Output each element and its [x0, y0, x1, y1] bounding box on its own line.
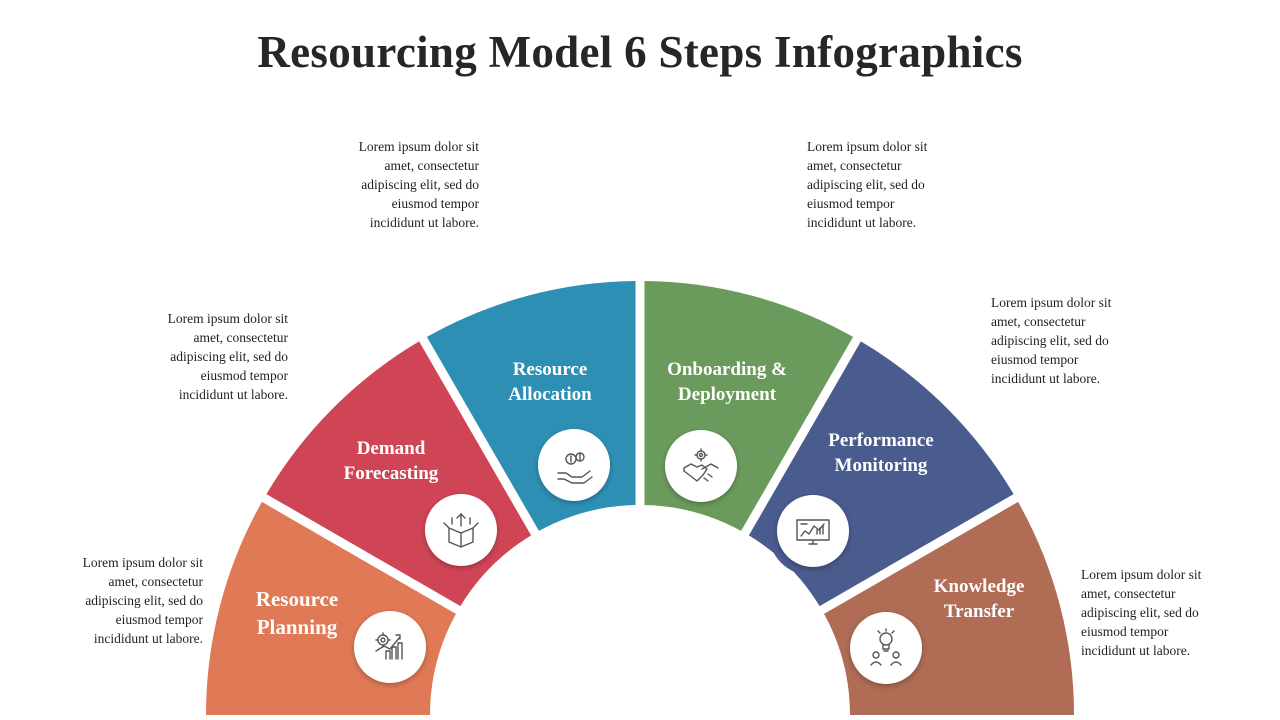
- step-2-description: Lorem ipsum dolor sit amet, consectetur …: [113, 309, 288, 404]
- segments-layer: [206, 281, 1074, 715]
- desc-line: adipiscing elit, sed do: [85, 593, 203, 608]
- desc-line: eiusmod tempor: [807, 196, 895, 211]
- step-4-label-line: Deployment: [678, 384, 777, 405]
- desc-line: Lorem ipsum dolor sit: [1081, 567, 1202, 582]
- step-5-description: Lorem ipsum dolor sit amet, consectetur …: [991, 293, 1166, 388]
- step-6-label-line: Transfer: [944, 601, 1015, 622]
- desc-line: adipiscing elit, sed do: [991, 333, 1109, 348]
- step-4-label-line: Onboarding &: [667, 359, 787, 380]
- desc-line: Lorem ipsum dolor sit: [807, 139, 928, 154]
- step-2-label-line: Forecasting: [344, 463, 439, 484]
- desc-line: amet, consectetur: [108, 574, 203, 589]
- hand-coins-icon: [557, 452, 593, 484]
- desc-line: incididunt ut labore.: [991, 371, 1101, 386]
- desc-line: amet, consectetur: [991, 314, 1086, 329]
- step-4-description: Lorem ipsum dolor sit amet, consectetur …: [807, 137, 982, 232]
- desc-line: eiusmod tempor: [200, 368, 288, 383]
- desc-line: eiusmod tempor: [1081, 624, 1169, 639]
- desc-line: incididunt ut labore.: [178, 387, 288, 402]
- desc-line: eiusmod tempor: [391, 196, 479, 211]
- step-1-label-line: Planning: [257, 615, 338, 639]
- step-2-icon-badge: [416, 485, 506, 575]
- handshake-gear-icon: [683, 448, 719, 482]
- desc-line: amet, consectetur: [807, 158, 902, 173]
- desc-line: Lorem ipsum dolor sit: [82, 555, 203, 570]
- desc-line: Lorem ipsum dolor sit: [358, 139, 479, 154]
- step-5-label-line: Monitoring: [835, 455, 928, 476]
- step-3-label-line: Resource: [513, 359, 588, 380]
- step-2-label-line: Demand: [357, 438, 426, 459]
- badge-disc: [777, 495, 849, 567]
- step-1-icon-badge: [345, 602, 435, 692]
- desc-line: adipiscing elit, sed do: [170, 349, 288, 364]
- desc-line: incididunt ut labore.: [369, 215, 479, 230]
- page-title: Resourcing Model 6 Steps Infographics: [257, 27, 1023, 77]
- gear-growth-chart-icon: [375, 632, 403, 660]
- step-1-label-line: Resource: [256, 587, 338, 611]
- desc-line: adipiscing elit, sed do: [361, 177, 479, 192]
- badge-disc: [354, 611, 426, 683]
- monitor-dashboard-icon: [796, 519, 830, 545]
- badge-disc: [850, 612, 922, 684]
- desc-line: adipiscing elit, sed do: [807, 177, 925, 192]
- open-box-icon: [443, 513, 479, 548]
- badge-disc: [425, 494, 497, 566]
- step-5-label-line: Performance: [828, 430, 934, 451]
- step-3-icon-badge: [529, 420, 619, 510]
- desc-line: amet, consectetur: [1081, 586, 1176, 601]
- step-6-description: Lorem ipsum dolor sit amet, consectetur …: [1081, 565, 1256, 660]
- desc-line: amet, consectetur: [193, 330, 288, 345]
- desc-line: amet, consectetur: [384, 158, 479, 173]
- desc-line: incididunt ut labore.: [93, 631, 203, 646]
- step-4-icon-badge: [656, 421, 746, 511]
- desc-line: incididunt ut labore.: [807, 215, 917, 230]
- step-6-label-line: Knowledge: [934, 576, 1025, 597]
- step-4-label: Onboarding & Deployment: [667, 359, 787, 405]
- desc-line: Lorem ipsum dolor sit: [991, 295, 1112, 310]
- step-6-icon-badge: [841, 603, 931, 693]
- step-3-description: Lorem ipsum dolor sit amet, consectetur …: [304, 137, 479, 232]
- desc-line: eiusmod tempor: [991, 352, 1079, 367]
- desc-line: adipiscing elit, sed do: [1081, 605, 1199, 620]
- step-1-description: Lorem ipsum dolor sit amet, consectetur …: [28, 553, 203, 648]
- step-5-icon-badge: [768, 486, 858, 576]
- desc-line: eiusmod tempor: [115, 612, 203, 627]
- step-3-label-line: Allocation: [508, 384, 592, 405]
- icons-layer: [345, 420, 931, 693]
- badge-disc: [538, 429, 610, 501]
- desc-line: Lorem ipsum dolor sit: [167, 311, 288, 326]
- desc-line: incididunt ut labore.: [1081, 643, 1191, 658]
- lightbulb-people-icon: [870, 628, 902, 666]
